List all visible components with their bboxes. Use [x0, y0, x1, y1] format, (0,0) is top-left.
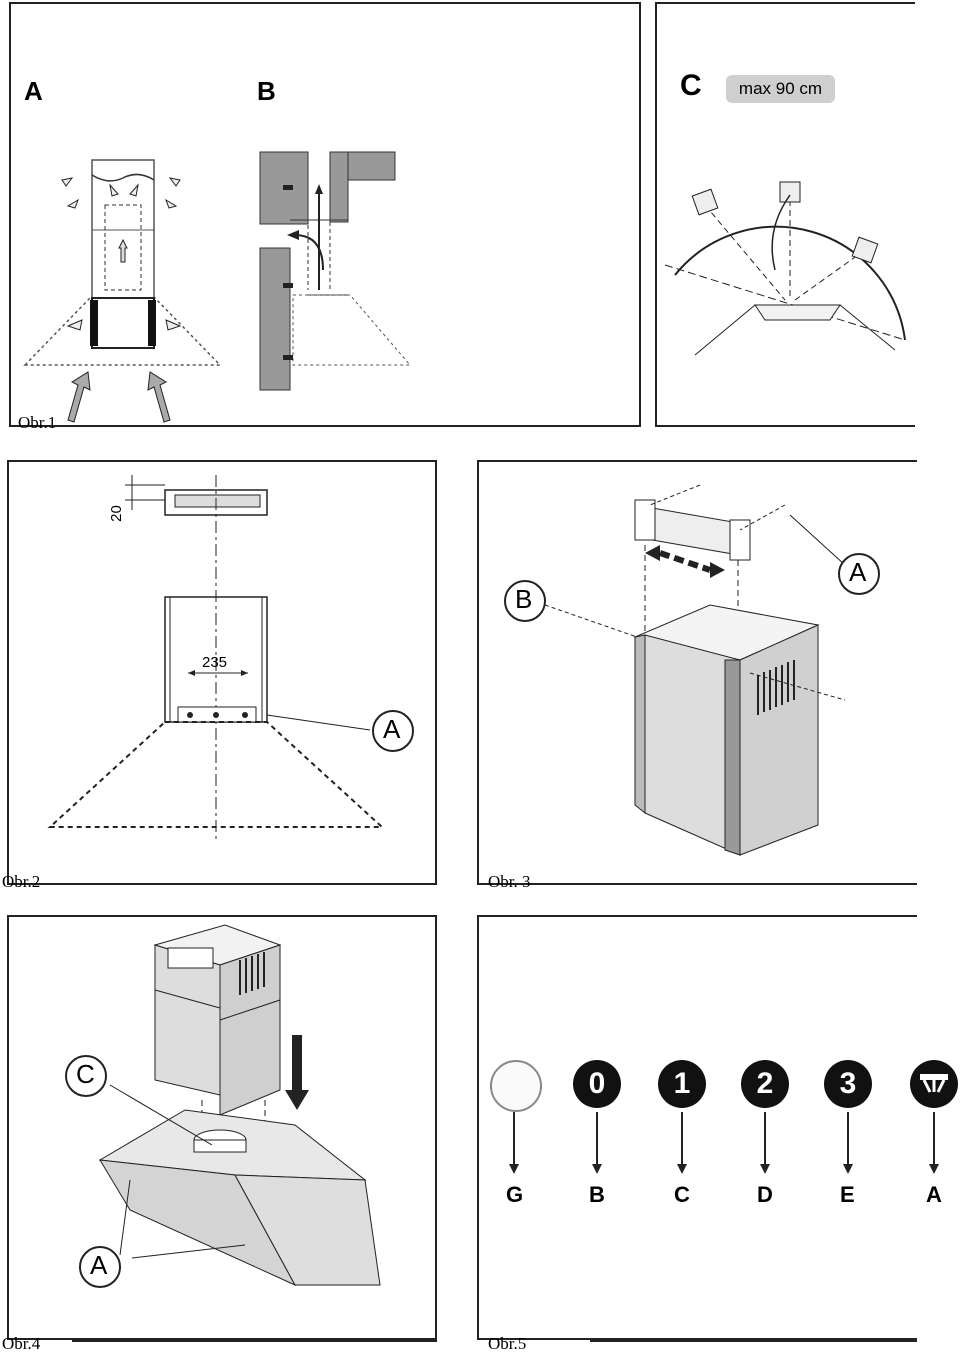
callout-b-circle-fig3: [504, 580, 546, 622]
speed-1-button: 1: [658, 1060, 706, 1108]
figure-2-caption-rule: [72, 883, 437, 885]
figure-5-caption: Obr.5: [488, 1334, 527, 1353]
dimension-20-label: 20: [107, 505, 125, 522]
control-buttons-row: 0 1 2 3 G B C D E A: [490, 1060, 960, 1220]
callout-b-label-fig3: B: [515, 584, 533, 614]
button-arrows: [509, 1112, 939, 1174]
figure-3-caption-rule: [572, 883, 917, 885]
figure-1-caption-rule: [88, 425, 641, 427]
figure-5-caption-rule: [590, 1340, 917, 1342]
callout-a-label-fig4: A: [90, 1250, 108, 1280]
speed-2-button: 2: [741, 1060, 789, 1108]
light-button: [490, 1060, 542, 1112]
callout-a-circle-fig3: [838, 553, 880, 595]
button-letter-e: E: [840, 1182, 855, 1207]
dimension-235-label: 235: [202, 654, 228, 671]
speed-3-button: 3: [824, 1060, 872, 1108]
button-letter-c: C: [674, 1182, 690, 1207]
figure-4-caption-rule: [72, 1340, 437, 1342]
chimney-bracket-dimension-diagram: [47, 475, 385, 840]
figure-5-panel: [477, 915, 917, 1340]
callout-c-circle-fig4: [65, 1055, 107, 1097]
figure-4-caption: Obr.4: [2, 1334, 41, 1353]
button-letter-d: D: [757, 1182, 773, 1207]
callout-a-circle-fig4: [79, 1246, 121, 1288]
lamp-icon: [920, 1074, 948, 1093]
figure-1-caption: Obr.1: [18, 413, 57, 432]
socket-placement-diagram: [664, 181, 906, 356]
chimney-lowering-diagram: [98, 924, 381, 1287]
chimney-assembly-diagram: [544, 484, 846, 856]
callout-a-label-fig3: A: [849, 557, 867, 587]
off-button: 0: [573, 1060, 621, 1108]
panel-c-label: C: [680, 69, 702, 102]
figure-1-panel: [9, 2, 641, 427]
lamp-button: [910, 1060, 958, 1108]
max-distance-badge: max 90 cm: [726, 75, 835, 103]
hood-ducted-diagram: [259, 151, 412, 391]
figure-3-caption: Obr. 3: [488, 872, 531, 891]
button-letter-b: B: [589, 1182, 605, 1207]
hood-recirculation-diagram: [23, 159, 222, 423]
callout-a-circle: [372, 710, 414, 752]
button-letter-a: A: [926, 1182, 942, 1207]
panel-a-label: A: [24, 76, 43, 106]
callout-a-label: A: [383, 714, 401, 744]
callout-c-label-fig4: C: [76, 1059, 95, 1089]
figure-1c-panel: [655, 2, 915, 427]
button-letter-g: G: [506, 1182, 524, 1207]
panel-b-label: B: [257, 76, 276, 106]
figure-2-caption: Obr.2: [2, 872, 41, 891]
